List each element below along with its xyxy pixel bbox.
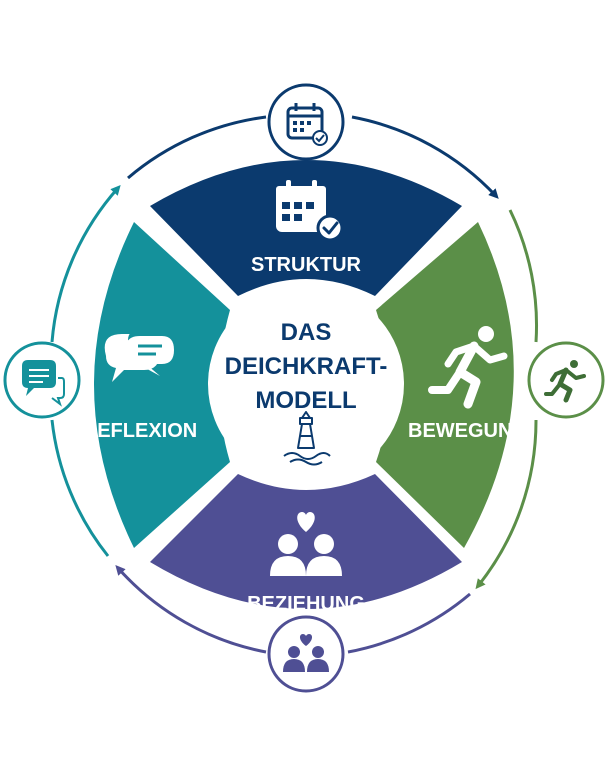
lighthouse-icon <box>283 411 331 466</box>
segment-label-beziehung: BEZIEHUNG <box>247 593 365 615</box>
arrow-reflexion-to-struktur <box>50 185 121 343</box>
people-heart-icon <box>283 634 329 672</box>
segment-beziehung <box>150 474 462 609</box>
segment-label-bewegung: BEWEGUNG <box>408 420 528 442</box>
running-person-icon <box>544 360 586 403</box>
speech-bubbles-icon <box>104 330 176 382</box>
calendar-check-icon <box>286 103 328 146</box>
people-heart-icon <box>270 512 342 576</box>
arrow-struktur-ring-left <box>127 115 267 180</box>
center-title-line-2: DEICHKRAFT- <box>225 353 388 380</box>
center-circle <box>208 286 404 482</box>
segment-reflexion <box>94 222 230 548</box>
segment-bewegung <box>376 222 514 548</box>
segment-label-reflexion: REFLEXION <box>83 420 197 442</box>
running-person-icon <box>428 326 508 409</box>
arrow-reflexion-ring-lower <box>50 419 110 557</box>
segments <box>94 160 514 609</box>
arrow-beziehung-to-reflexion <box>115 565 267 654</box>
node-bewegung <box>527 341 605 419</box>
center-title-line-3: MODELL <box>255 387 356 414</box>
speech-bubbles-icon <box>22 360 65 407</box>
calendar-check-icon <box>276 180 344 242</box>
cycle-arrows <box>50 115 538 654</box>
arrow-bewegung-ring-upper <box>508 209 538 343</box>
arrow-struktur-to-bewegung <box>351 115 499 199</box>
center-title-line-1: DAS <box>281 319 332 346</box>
segment-label-struktur: STRUKTUR <box>251 254 362 276</box>
node-beziehung <box>267 615 345 693</box>
node-struktur <box>267 83 345 161</box>
node-reflexion <box>3 341 81 419</box>
arrow-beziehung-ring-right <box>347 592 471 654</box>
arrow-bewegung-to-beziehung <box>475 419 538 590</box>
